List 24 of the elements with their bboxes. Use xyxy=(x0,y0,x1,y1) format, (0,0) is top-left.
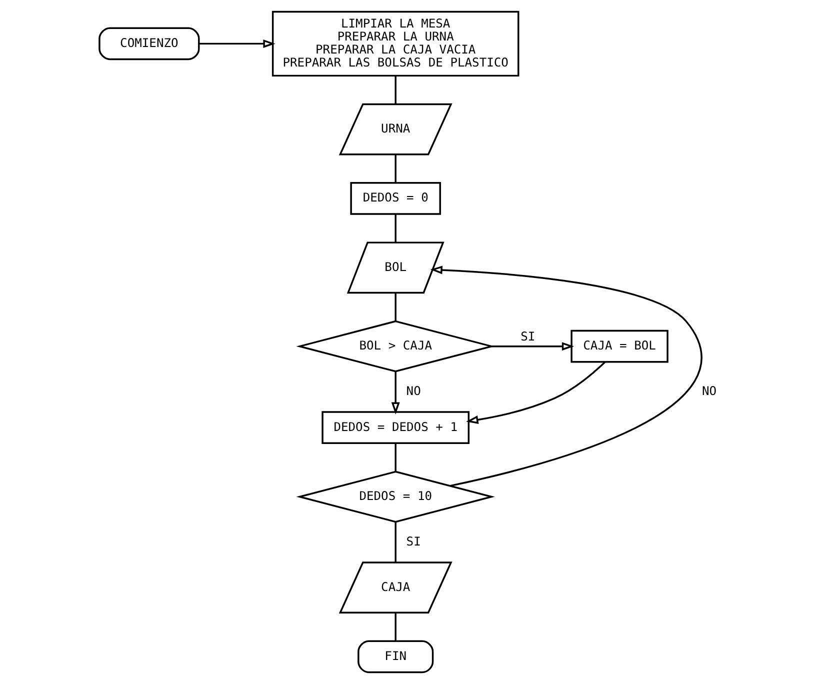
node-diamond: DEDOS = 10 xyxy=(296,470,494,523)
connector xyxy=(394,522,396,562)
connector xyxy=(394,154,396,182)
connector xyxy=(394,76,396,104)
arrow xyxy=(491,342,574,351)
edge-label: SI xyxy=(406,534,420,548)
node-box: COMIENZO xyxy=(98,27,200,60)
arrow xyxy=(390,371,400,414)
node-box: CAJA = BOL xyxy=(570,330,668,363)
arrow xyxy=(198,39,275,48)
node-box: FIN xyxy=(357,640,434,674)
connector xyxy=(394,443,396,472)
arrow xyxy=(466,361,606,424)
node-box: LIMPIAR LA MESA PREPARAR LA URNA PREPARAR LA CAJA VACIA PREPARAR LAS BOLSAS DE PLASTICO xyxy=(271,10,519,77)
node-diamond: BOL > CAJA xyxy=(296,320,494,372)
connector xyxy=(394,292,396,321)
node-box: DEDOS = 0 xyxy=(350,182,440,215)
edge-label: NO xyxy=(701,384,716,398)
connector xyxy=(394,214,396,242)
edge-label: SI xyxy=(520,329,535,344)
connector xyxy=(394,612,396,641)
node-box: DEDOS = DEDOS + 1 xyxy=(321,411,470,444)
arrow xyxy=(430,266,702,487)
edge-label: NO xyxy=(406,384,420,398)
